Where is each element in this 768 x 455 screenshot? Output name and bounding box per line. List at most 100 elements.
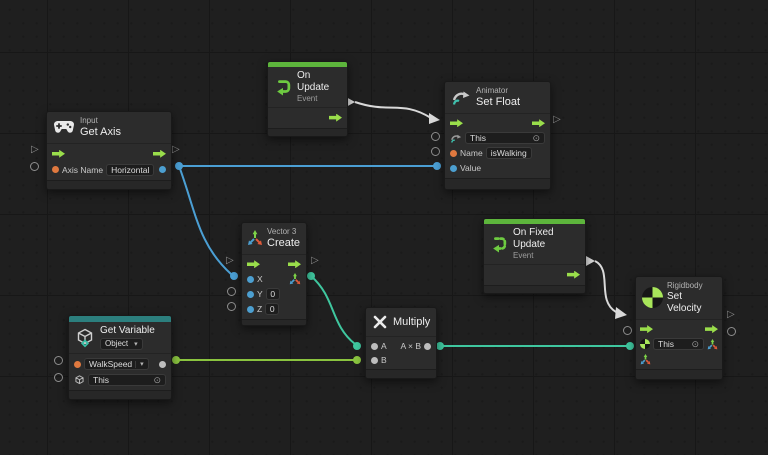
this-field[interactable]: This ⊙ — [88, 374, 166, 386]
node-multiply[interactable]: Multiply A A × B B — [365, 307, 437, 379]
generic-out-port[interactable] — [424, 342, 431, 350]
node-footer — [268, 127, 347, 136]
variable-strip — [69, 316, 171, 322]
this-field[interactable]: This ⊙ — [653, 338, 704, 351]
flow-out-arrow[interactable] — [329, 113, 342, 122]
wire-multiply-to-setvelocity[interactable] — [436, 342, 634, 350]
event-strip — [484, 219, 585, 224]
flow-in-port[interactable]: ▷ — [31, 144, 39, 155]
generic-port[interactable] — [371, 342, 378, 350]
axis-name-field[interactable]: Horizontal — [106, 163, 155, 176]
vector3-out-port[interactable] — [707, 338, 718, 350]
node-title: Get Axis — [80, 125, 121, 138]
string-port[interactable] — [450, 149, 457, 157]
value-port[interactable] — [54, 356, 63, 365]
flow-out-port[interactable]: ▷ — [727, 309, 735, 320]
node-category: Animator — [476, 86, 509, 95]
float-out-port[interactable] — [159, 166, 166, 174]
node-on-update[interactable]: On Update Event — [267, 61, 348, 137]
value-port[interactable] — [623, 326, 632, 335]
float-port[interactable] — [450, 164, 457, 172]
target-icon[interactable]: ⊙ — [532, 132, 540, 143]
value-port[interactable] — [54, 373, 63, 382]
value-port[interactable] — [431, 147, 440, 156]
flow-out-port[interactable]: ▷ — [172, 144, 180, 155]
port-label: B — [381, 355, 387, 365]
node-subtitle: Event — [297, 94, 318, 103]
float-port[interactable] — [247, 290, 254, 298]
float-port[interactable] — [247, 305, 254, 313]
multiply-icon — [372, 314, 388, 330]
node-set-velocity[interactable]: Rigidbody Set Velocity This ⊙ — [635, 276, 723, 380]
value-port[interactable] — [727, 327, 736, 336]
node-vector3-create[interactable]: Vector 3 Create X Y 0 — [241, 222, 307, 326]
vector3-in-port[interactable] — [640, 353, 651, 365]
flow-in-arrow[interactable] — [52, 149, 65, 158]
value-port[interactable] — [227, 302, 236, 311]
float-port[interactable] — [247, 275, 254, 283]
wire-getvariable-to-multiply-b[interactable] — [172, 356, 361, 364]
wire-vector3-to-multiply-a[interactable] — [307, 272, 361, 350]
flow-out-arrow[interactable] — [567, 270, 580, 279]
string-port[interactable] — [52, 166, 59, 174]
vector3-out-port[interactable] — [289, 273, 301, 285]
flow-in-arrow[interactable] — [450, 119, 463, 128]
wire-onupdate-to-setfloat[interactable] — [346, 97, 440, 124]
wire-onfixedupdate-to-setvelocity[interactable] — [586, 256, 627, 319]
node-get-axis[interactable]: Input Get Axis Axis Name Horizontal — [46, 111, 172, 190]
flow-out-arrow[interactable] — [705, 325, 718, 334]
node-title: Create — [267, 236, 301, 249]
value-port[interactable] — [431, 132, 440, 141]
value-port[interactable] — [227, 287, 236, 296]
flow-in-arrow[interactable] — [247, 260, 260, 269]
wire-getaxis-to-vector3-x[interactable] — [175, 162, 238, 280]
target-icon[interactable]: ⊙ — [691, 338, 699, 349]
chevron-down-icon: ▾ — [135, 360, 144, 368]
node-title: Get Variable — [100, 325, 155, 336]
axes-icon — [247, 230, 263, 246]
variable-name-dropdown[interactable]: WalkSpeed ▾ — [84, 358, 149, 370]
flow-out-port[interactable]: ▷ — [553, 114, 561, 125]
node-footer — [69, 390, 171, 399]
node-category: Vector 3 — [267, 227, 297, 236]
port-label: X — [257, 274, 263, 285]
loop-arrow-icon — [274, 78, 292, 96]
node-title: Set Float — [476, 95, 521, 108]
node-footer — [445, 177, 550, 189]
node-get-variable[interactable]: Get Variable Object ▾ WalkSpeed ▾ — [68, 315, 172, 400]
port-label: Name — [460, 148, 483, 159]
port-label: A — [381, 341, 387, 351]
node-category: Input — [80, 116, 98, 125]
value-port[interactable] — [30, 162, 39, 171]
result-label: A × B — [400, 341, 421, 351]
node-title: Set Velocity — [667, 290, 702, 314]
flow-out-arrow[interactable] — [153, 149, 166, 158]
flow-out-arrow[interactable] — [288, 260, 301, 269]
target-icon[interactable]: ⊙ — [153, 374, 161, 385]
string-port[interactable] — [74, 360, 81, 368]
node-subtitle: Event — [513, 251, 534, 260]
node-footer — [366, 369, 436, 378]
node-on-fixed-update[interactable]: On Fixed Update Event — [483, 218, 586, 294]
rigidbody-icon — [642, 287, 663, 309]
z-field[interactable]: 0 — [265, 303, 280, 316]
value-out-port[interactable] — [159, 360, 166, 368]
y-field[interactable]: 0 — [265, 288, 280, 301]
flow-out-port[interactable]: ▷ — [311, 255, 319, 266]
wire-getaxis-to-setfloat-value[interactable] — [179, 162, 441, 170]
node-set-float[interactable]: Animator Set Float This ⊙ Name — [444, 81, 551, 190]
flow-out-arrow[interactable] — [532, 119, 545, 128]
node-footer — [242, 318, 306, 325]
flow-in-arrow[interactable] — [640, 325, 653, 334]
port-label: Y — [257, 289, 263, 300]
animator-port-icon[interactable] — [450, 132, 462, 144]
variable-scope-dropdown[interactable]: Object ▾ — [100, 338, 143, 350]
generic-port[interactable] — [371, 356, 378, 364]
animator-icon — [451, 87, 471, 107]
cube-port-icon[interactable] — [74, 374, 85, 386]
name-field[interactable]: isWalking — [485, 147, 532, 160]
flow-in-port[interactable]: ▷ — [226, 255, 234, 266]
rigidbody-port-icon[interactable] — [640, 339, 650, 350]
this-field[interactable]: This ⊙ — [465, 132, 545, 145]
